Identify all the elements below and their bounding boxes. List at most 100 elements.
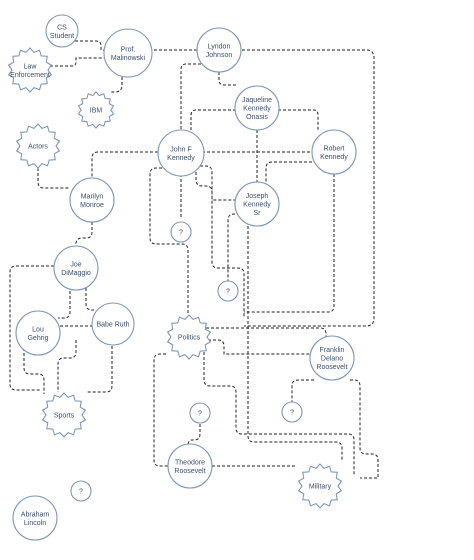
edge-franklin-military [350, 379, 379, 479]
node-q5-label-line: ? [79, 489, 83, 496]
nodes: CSStudentProf.MalinowskiLyndonJohnsonLaw… [7, 14, 357, 541]
node-babe-circle [91, 302, 135, 346]
node-jfk-label-line: Kennedy [167, 155, 195, 162]
node-q4-label-line: ? [198, 411, 202, 418]
edge-jfk-marilyn [91, 151, 158, 178]
node-politics-burst [166, 314, 212, 360]
node-cs-circle [45, 14, 79, 48]
node-jackie-circle [234, 85, 280, 131]
edge-actors-marilyn [37, 168, 70, 189]
node-law-label-line: Law [24, 63, 38, 70]
node-q1: ? [170, 221, 192, 243]
node-franklin-circle [309, 335, 355, 381]
node-q5-circle [70, 480, 92, 502]
node-law-burst [7, 47, 53, 93]
edge-lyndon-right [242, 49, 375, 327]
edge-lyndon-jackie [218, 72, 236, 86]
node-q1-label-line: ? [179, 230, 183, 237]
node-franklin-label-line: Roosevelt [316, 364, 347, 371]
node-franklin-label-line: Delano [321, 356, 343, 363]
edge-jfk-politics [149, 167, 189, 314]
node-q4: ? [189, 402, 211, 424]
node-politics: Politics [166, 314, 212, 360]
node-babe: Babe Ruth [91, 302, 135, 346]
node-abraham-label-line: Abraham [21, 511, 50, 518]
edge-politics-military [203, 352, 355, 476]
node-ibm-label-line: IBM [90, 108, 103, 115]
node-joe-label-line: DiMaggio [61, 270, 91, 277]
node-joseph-label-line: Kennedy [243, 202, 271, 209]
edge-politics-theodore [153, 353, 170, 467]
node-actors: Actors [15, 123, 61, 169]
node-cs-label-line: Student [50, 33, 74, 40]
edge-joseph-q2 [227, 213, 240, 282]
node-q4-circle [189, 402, 211, 424]
edge-jfk-politics-2 [195, 172, 245, 318]
node-sports-label-line: Sports [54, 413, 75, 420]
node-actors-burst [15, 123, 61, 169]
edge-babe-sports [86, 346, 113, 393]
edge-lou-babe-sports [57, 340, 77, 392]
edge-lyndon-jfk [180, 63, 201, 132]
node-military-label-line: Military [309, 484, 332, 491]
node-babe-label-line: Babe Ruth [96, 322, 129, 329]
node-abraham-label-line: Lincoln [24, 520, 46, 527]
node-jackie-label-line: Onasis [246, 114, 268, 121]
node-ibm: IBM [77, 91, 115, 129]
node-politics-label-line: Politics [178, 335, 201, 342]
node-marilyn-label-line: Monroe [80, 202, 104, 209]
node-franklin-label-line: Franklin [320, 347, 345, 354]
edge-jfk-joseph [200, 165, 236, 201]
edge-joe-babe [85, 288, 94, 311]
node-q3-circle [281, 401, 303, 423]
node-actors-label-line: Actors [28, 144, 48, 151]
node-joseph-circle [234, 181, 280, 227]
node-q2-circle [217, 280, 239, 302]
edge-politics-franklin [208, 339, 310, 355]
node-jackie-label-line: Jaqueline [242, 97, 272, 104]
node-lou-label-line: Gehrig [27, 335, 48, 342]
node-lyndon-circle [196, 27, 242, 73]
node-lou-label-line: Lou [32, 326, 44, 333]
node-prof-label-line: Malinowski [111, 55, 146, 62]
node-theodore-label-line: Roosevelt [174, 468, 205, 475]
edge-joseph-military [247, 226, 343, 460]
edge-jackie-jfk [190, 109, 236, 134]
node-q1-circle [170, 221, 192, 243]
node-joseph-label-line: Joseph [246, 193, 269, 200]
node-prof-label-line: Prof. [121, 46, 136, 53]
node-joseph-label-line: Sr [254, 210, 262, 217]
node-robert-label-line: Robert [323, 145, 344, 152]
edge-jackie-robert [278, 109, 319, 130]
edge-law-prof [50, 57, 104, 67]
node-joe-label-line: Joe [70, 261, 81, 268]
edge-robert-politics [244, 174, 335, 313]
node-q2-label-line: ? [226, 289, 230, 296]
edge-cs-prof [75, 40, 104, 51]
node-military-burst [297, 463, 343, 509]
node-marilyn-circle [69, 177, 115, 223]
node-marilyn-label-line: Marilyn [81, 193, 104, 200]
node-sports-burst [41, 392, 87, 438]
edges [9, 40, 379, 479]
node-law-label-line: Enforcement [10, 72, 50, 79]
node-prof-circle [103, 28, 153, 78]
node-lou-circle [15, 310, 61, 356]
node-abraham-circle [12, 495, 58, 541]
node-lyndon-label-line: Lyndon [208, 43, 231, 50]
edge-politics-franklin-top [206, 327, 327, 338]
node-military: Military [297, 463, 343, 509]
